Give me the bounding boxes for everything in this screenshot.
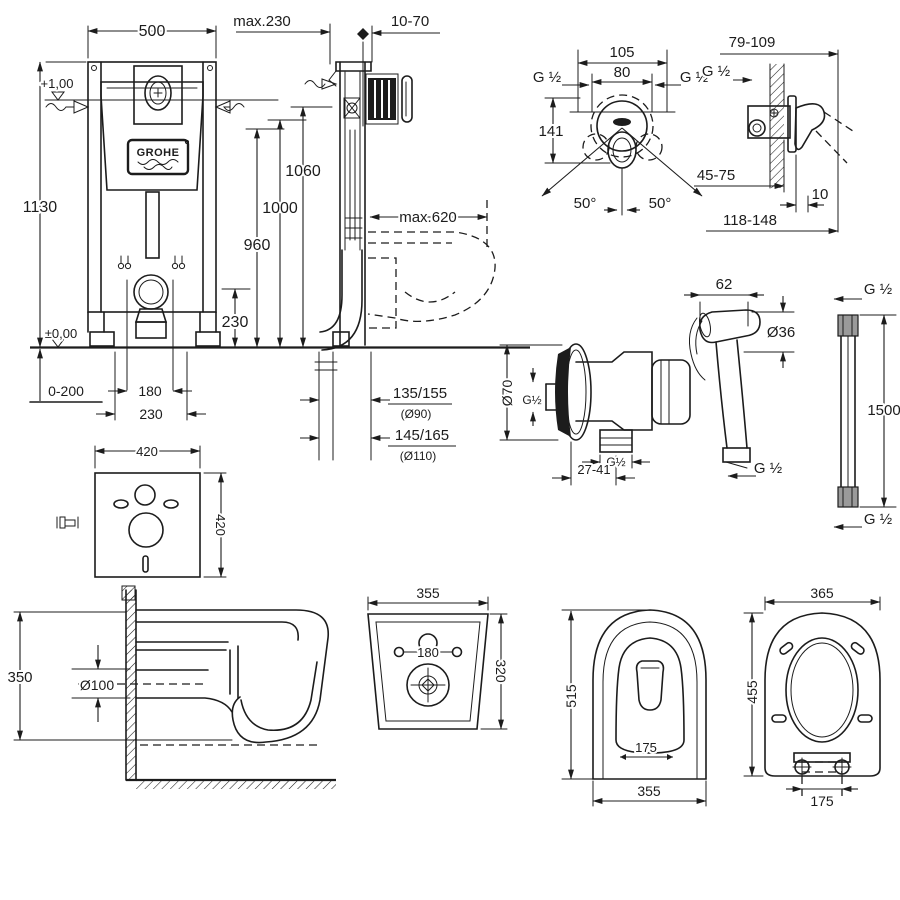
dim-fixing-spacing: 180 [138, 383, 162, 399]
dim-depth-min: 79-109 [729, 34, 776, 51]
dim-drain-b: 145/165 [395, 427, 449, 444]
dim-mixer-height: 141 [538, 123, 563, 140]
thread-in-label: G½ [522, 393, 541, 407]
dim-seat-width: 365 [810, 585, 834, 601]
seat-view: 365 455 175 [742, 583, 881, 811]
dim-seat-depth: 455 [744, 680, 760, 704]
bowl-side-linework [13, 589, 336, 789]
dim-drain-a-dia: (Ø90) [401, 407, 432, 421]
mixer-side-linework [694, 49, 857, 234]
bowl-top-view: 515 175 355 [561, 609, 707, 807]
frame-side-view: max.230 10-70 1060 1000 960 230 max.620 … [220, 11, 496, 465]
dim-plate-height: 420 [213, 514, 228, 536]
dim-flange-dia: Ø70 [499, 380, 515, 407]
dim-hinge-spacing: 175 [810, 793, 834, 809]
insulation-plate-view: 420 420 [56, 442, 230, 601]
dim-plate-width: 420 [136, 444, 158, 459]
thread-shower-label: G ½ [754, 460, 783, 477]
dim-mixer-spacing-inner: 80 [614, 64, 631, 81]
frame-side-linework [221, 23, 496, 461]
thread-label-side: G ½ [702, 63, 731, 80]
bowl-back-view: 355 180 320 [367, 583, 511, 730]
dim-top-depth: 515 [563, 684, 579, 708]
dim-drain-b-dia: (Ø110) [400, 449, 436, 463]
dim-plate-gap: 10 [812, 186, 829, 203]
dim-drain-a: 135/155 [393, 385, 447, 402]
angle-label-right: 50° [649, 195, 672, 212]
angle-label-left: 50° [574, 195, 597, 212]
dim-head-dia: Ø36 [767, 324, 795, 341]
thread-label-right: G ½ [680, 69, 709, 86]
thread-out-label: G½ [606, 455, 625, 469]
dim-supply-spacing: 230 [139, 406, 163, 422]
hand-shower-linework [684, 292, 795, 479]
mixer-front-linework [541, 49, 703, 216]
dim-drain-dia: Ø100 [80, 677, 114, 693]
frame-front-linework [29, 25, 530, 421]
dim-bowl-height: 350 [7, 669, 32, 686]
thread-label-left: G ½ [533, 69, 562, 86]
thread-hose-top: G ½ [864, 281, 893, 298]
wall-union-view: Ø70 G½ G½ 27-41 [497, 343, 691, 486]
bowl-top-linework [561, 609, 707, 807]
dim-union-offset: 27-41 [577, 462, 610, 477]
hose-view: G ½ 1500 G ½ [833, 279, 900, 530]
dim-finish-range: 10-70 [391, 13, 429, 30]
dim-back-height: 320 [493, 659, 509, 683]
level-floor-label: ±0,00 [45, 326, 77, 341]
mixer-front-view: 105 80 G ½ G ½ 141 50° 50° [531, 42, 711, 216]
dim-back-width: 355 [416, 585, 440, 601]
bowl-back-linework [367, 596, 508, 730]
hand-shower-view: 62 Ø36 G ½ [684, 274, 797, 479]
dim-top-width: 355 [637, 783, 661, 799]
dim-depth-max: 118-148 [723, 212, 777, 229]
dim-hole-spacing: 180 [417, 645, 439, 660]
dim-seat-holes: 175 [635, 740, 657, 755]
thread-hose-bottom: G ½ [864, 511, 893, 528]
dim-h-outlet: 230 [222, 314, 249, 331]
dim-mixer-spacing: 105 [609, 44, 634, 61]
dim-h-1000: 1000 [262, 200, 298, 217]
bowl-side-section: 350 Ø100 [5, 589, 336, 789]
seat-linework [743, 596, 881, 796]
plate-linework [56, 445, 227, 601]
frame-front-view: GROHE 500 1130 +1,00 ±0,00 0-200 180 230 [21, 21, 530, 424]
dim-frame-width: 500 [139, 23, 166, 40]
dim-wall-range: 45-75 [697, 167, 735, 184]
dim-bowl-depth: max.620 [399, 209, 457, 226]
dim-shower-width: 62 [716, 276, 733, 293]
dim-hose-length: 1500 [867, 402, 900, 419]
dim-h-960: 960 [244, 237, 271, 254]
hose-linework [833, 296, 897, 530]
dim-frame-depth: max.230 [233, 13, 291, 30]
grohe-logo: GROHE [126, 138, 190, 176]
mixer-side-view: 79-109 G ½ 45-75 10 118-148 [694, 32, 857, 234]
dim-foot-adjust: 0-200 [48, 383, 84, 399]
wall-union-linework [499, 343, 691, 486]
dim-frame-height: 1130 [23, 199, 58, 216]
level-top-label: +1,00 [41, 76, 74, 91]
brand-text: GROHE [137, 147, 180, 159]
dim-h-1060: 1060 [285, 163, 321, 180]
